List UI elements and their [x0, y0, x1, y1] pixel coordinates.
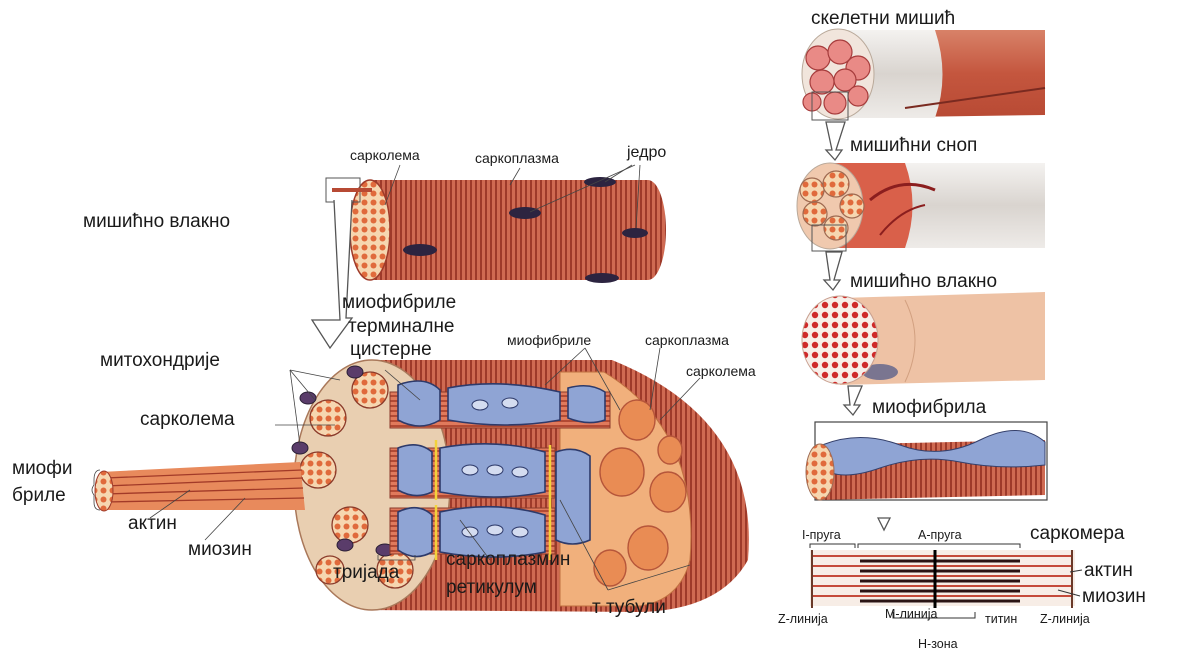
sarcolemma-right-label: сарколема — [686, 364, 756, 378]
terminal-cisternae-label-1: терминалне — [348, 317, 455, 336]
muscle-bundle-figure — [797, 163, 1045, 251]
sarcoplasmic-reticulum-label-1: саркоплазмин — [446, 550, 570, 569]
sarcoplasm-2-label: саркоплазма — [645, 333, 729, 347]
muscle-bundle-label: мишићни сноп — [850, 136, 977, 155]
muscle-fiber-right-figure — [802, 292, 1045, 385]
z-line-left-label: Z-линија — [778, 613, 828, 626]
muscle-fiber-left-label: мишићно влакно — [83, 212, 230, 231]
muscle-fiber-right-label: мишићно влакно — [850, 272, 997, 291]
titin-label: титин — [985, 613, 1017, 626]
skeletal-muscle-label: скелетни мишић — [811, 9, 955, 28]
muscle-fiber-cross-section-figure — [92, 348, 749, 612]
a-band-label: А-пруга — [918, 529, 962, 542]
sarcolemma-top-label: сарколема — [350, 148, 420, 162]
myofibril-right-figure — [806, 422, 1047, 500]
myofibrils-side-label-1: миофи — [12, 459, 73, 478]
triad-label: тријада — [333, 563, 399, 582]
mitochondria-label: митохондрије — [100, 351, 220, 370]
myofibrils-side-label-2: бриле — [12, 486, 66, 505]
i-band-label: I-пруга — [802, 529, 841, 542]
sarcomere-figure — [810, 544, 1082, 618]
terminal-cisternae-label-2: цистерне — [350, 340, 432, 359]
actin-left-label: актин — [128, 514, 177, 533]
myosin-right-label: миозин — [1082, 587, 1146, 606]
sarcolemma-left-label: сарколема — [140, 410, 235, 429]
t-tubules-label: т тубули — [592, 598, 666, 617]
z-line-right-label: Z-линија — [1040, 613, 1090, 626]
sarcomere-label: саркомера — [1030, 524, 1125, 543]
sarcoplasm-top-label: саркоплазма — [475, 151, 559, 165]
actin-right-label: актин — [1084, 561, 1133, 580]
myosin-left-label: миозин — [188, 540, 252, 559]
myofibril-label: миофибрила — [872, 398, 986, 417]
sarcoplasmic-reticulum-label-2: ретикулум — [446, 578, 537, 597]
skeletal-muscle-figure — [802, 29, 1045, 120]
h-zone-label: Н-зона — [918, 638, 958, 651]
myofibrils-2-label: миофибриле — [507, 333, 591, 347]
m-line-label: М-линија — [885, 608, 937, 621]
myofibrils-label: миофибриле — [342, 293, 456, 312]
nucleus-label: једро — [627, 145, 666, 161]
